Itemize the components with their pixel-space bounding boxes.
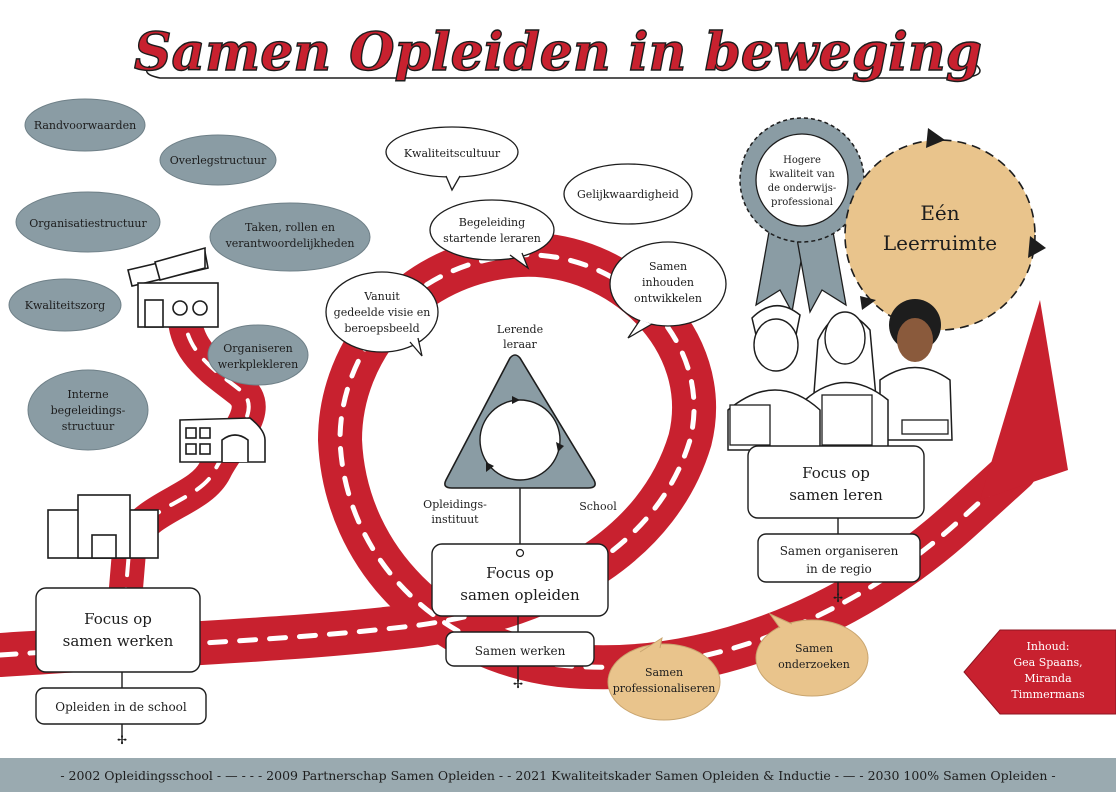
bubble-kwaliteitscultuur: Kwaliteitscultuur: [385, 126, 519, 192]
svg-text:Focus op: Focus op: [84, 610, 152, 628]
svg-text:Eén: Eén: [920, 201, 959, 225]
cloud-interne-begeleiding: Interne begeleidings- structuur: [27, 369, 149, 451]
svg-text:✢: ✢: [513, 677, 523, 691]
triangle-label-left-2: instituut: [431, 513, 479, 526]
svg-text:Samen organiseren: Samen organiseren: [780, 544, 899, 558]
circle-arrow-icon: [1028, 236, 1046, 258]
svg-text:beroepsbeeld: beroepsbeeld: [344, 322, 419, 335]
triangle-label-left: Opleidings-: [423, 498, 487, 511]
svg-text:Organiseren: Organiseren: [223, 342, 293, 355]
focus-box: [747, 445, 925, 519]
bubble-gelijkwaardigheid: Gelijkwaardigheid: [563, 163, 693, 225]
road-arrow-head: [980, 300, 1068, 500]
sub-box: [757, 533, 921, 583]
svg-text:onderzoeken: onderzoeken: [778, 658, 850, 671]
svg-text:professionaliseren: professionaliseren: [613, 682, 716, 695]
svg-text:ontwikkelen: ontwikkelen: [634, 292, 702, 305]
circle-arrow-icon: [860, 296, 876, 310]
svg-text:Focus op: Focus op: [802, 464, 870, 482]
svg-text:Overlegstructuur: Overlegstructuur: [170, 154, 267, 167]
cloud-kwaliteitszorg: Kwaliteitszorg: [8, 278, 122, 332]
svg-text:Kwaliteitszorg: Kwaliteitszorg: [25, 299, 105, 312]
title-banner: Samen Opleiden in beweging: [133, 21, 983, 83]
sub-box: [35, 687, 207, 725]
svg-text:professional: professional: [771, 197, 833, 208]
svg-text:structuur: structuur: [62, 420, 115, 433]
svg-text:Leerruimte: Leerruimte: [883, 231, 997, 255]
svg-text:verantwoordelijkheden: verantwoordelijkheden: [225, 237, 355, 250]
svg-text:samen opleiden: samen opleiden: [460, 586, 580, 604]
bubble-begeleiding: Begeleiding startende leraren: [429, 199, 555, 270]
bubble-samen-inhouden: Samen inhouden ontwikkelen: [609, 241, 727, 339]
award-ribbon-icon: Hogere kwaliteit van de onderwijs- profe…: [739, 117, 865, 314]
stage-samen-leren: Focus op samen leren Samen organiseren i…: [747, 445, 925, 605]
svg-text:Samen: Samen: [645, 666, 683, 679]
cloud-taken-rollen: Taken, rollen en verantwoordelijkheden: [209, 202, 371, 272]
svg-text:Miranda: Miranda: [1024, 672, 1072, 685]
students-illustration: [727, 299, 953, 451]
svg-text:gedeelde visie en: gedeelde visie en: [334, 306, 431, 319]
clouds-left: Randvoorwaarden Overlegstructuur Organis…: [8, 98, 371, 451]
triangle-label-top: Lerende: [497, 323, 543, 336]
sub-box: [445, 631, 595, 667]
cloud-overlegstructuur: Overlegstructuur: [159, 134, 277, 186]
svg-text:kwaliteit van: kwaliteit van: [769, 169, 835, 180]
svg-text:✢: ✢: [833, 591, 843, 605]
school-building-icon: [127, 246, 219, 328]
svg-text:werkplekleren: werkplekleren: [218, 358, 298, 371]
triangle-diagram: Lerende leraar Opleidings- instituut Sch…: [423, 323, 617, 548]
cloud-organiseren-werkplekleren: Organiseren werkplekleren: [207, 324, 309, 386]
svg-text:Samen werken: Samen werken: [475, 644, 566, 658]
bubble-samen-professionaliseren: Samen professionaliseren: [607, 636, 721, 721]
office-building-icon: [47, 494, 159, 559]
svg-text:samen leren: samen leren: [789, 486, 883, 504]
timeline-text: - 2002 Opleidingsschool - — - - - 2009 P…: [60, 768, 1055, 783]
svg-text:Interne: Interne: [67, 388, 108, 401]
bubbles-middle: Kwaliteitscultuur Gelijkwaardigheid Bege…: [325, 126, 727, 357]
svg-text:Inhoud:: Inhoud:: [1027, 640, 1070, 653]
svg-text:Organisatiestructuur: Organisatiestructuur: [29, 217, 147, 230]
svg-text:Opleiden in de school: Opleiden in de school: [55, 700, 187, 714]
svg-text:Samen: Samen: [649, 260, 687, 273]
svg-text:Gea Spaans,: Gea Spaans,: [1013, 656, 1082, 669]
stage-samen-opleiden: Focus op samen opleiden Samen werken ✢: [431, 543, 609, 691]
svg-text:begeleidings-: begeleidings-: [51, 404, 126, 417]
svg-text:Randvoorwaarden: Randvoorwaarden: [34, 119, 136, 132]
svg-text:in de regio: in de regio: [806, 562, 872, 576]
svg-text:Gelijkwaardigheid: Gelijkwaardigheid: [577, 188, 679, 201]
cloud-organisatiestructuur: Organisatiestructuur: [15, 191, 161, 253]
svg-text:Samen: Samen: [795, 642, 833, 655]
credits-arrow: Inhoud: Gea Spaans, Miranda Timmermans: [963, 629, 1116, 715]
bubble-samen-onderzoeken: Samen onderzoeken: [755, 612, 869, 697]
svg-text:Vanuit: Vanuit: [363, 290, 400, 303]
page-title: Samen Opleiden in beweging: [134, 22, 982, 83]
triangle-label-right: School: [579, 500, 617, 513]
focus-box: [35, 587, 201, 673]
svg-text:de onderwijs-: de onderwijs-: [768, 183, 836, 194]
svg-text:inhouden: inhouden: [642, 276, 694, 289]
svg-text:Timmermans: Timmermans: [1011, 688, 1085, 701]
cloud-randvoorwaarden: Randvoorwaarden: [24, 98, 146, 152]
svg-text:✢: ✢: [117, 733, 127, 747]
bubble-vanuit-visie: Vanuit gedeelde visie en beroepsbeeld: [325, 271, 439, 357]
focus-box: [431, 543, 609, 617]
institute-building-icon: [179, 417, 266, 463]
svg-text:Taken, rollen en: Taken, rollen en: [245, 221, 335, 234]
triangle-label-top-2: leraar: [503, 338, 537, 351]
timeline-footer: - 2002 Opleidingsschool - — - - - 2009 P…: [0, 758, 1116, 792]
svg-text:samen werken: samen werken: [63, 632, 174, 650]
svg-text:Hogere: Hogere: [783, 155, 821, 166]
svg-text:Kwaliteitscultuur: Kwaliteitscultuur: [404, 147, 501, 160]
leerruimte-circle: Eén Leerruimte: [844, 128, 1046, 331]
circle-arrow-icon: [926, 128, 945, 148]
svg-text:Begeleiding: Begeleiding: [459, 216, 525, 229]
svg-text:Focus op: Focus op: [486, 564, 554, 582]
stage-samen-werken: Focus op samen werken Opleiden in de sch…: [35, 587, 207, 747]
svg-text:startende leraren: startende leraren: [443, 232, 541, 245]
